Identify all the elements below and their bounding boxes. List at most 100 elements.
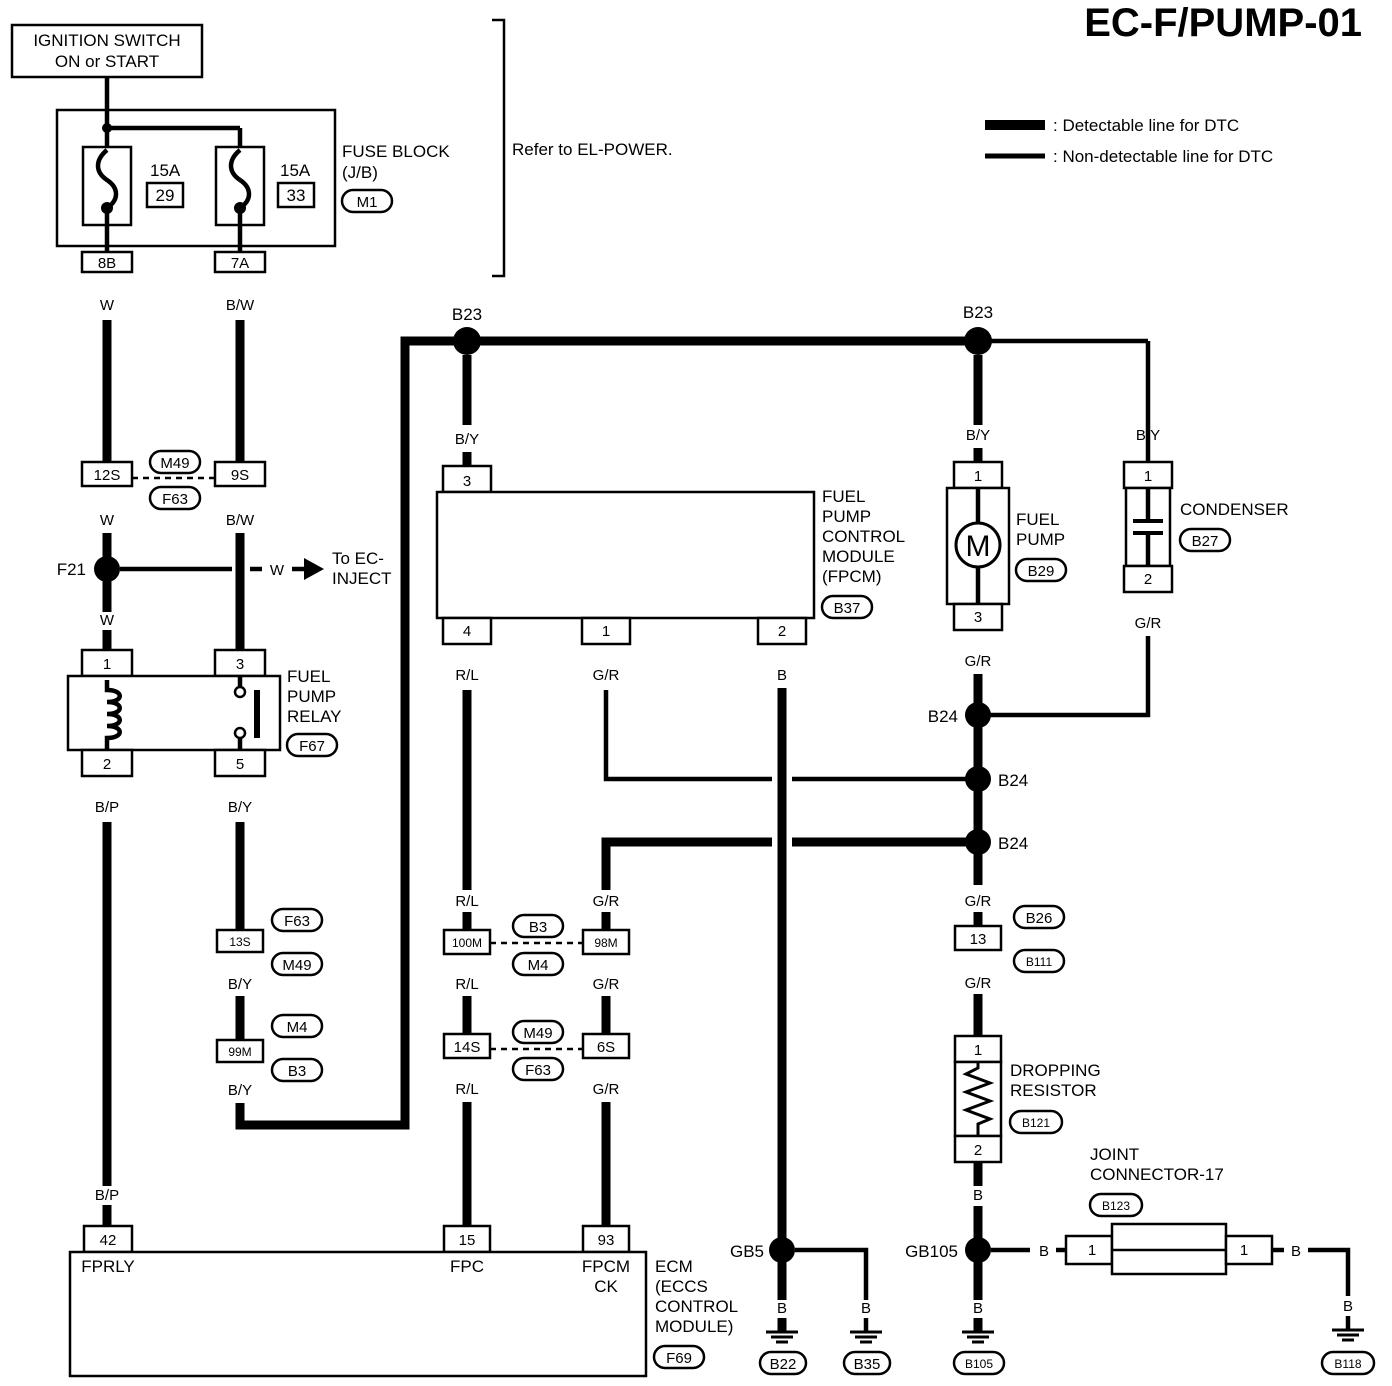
- connector-98m: 98M: [594, 936, 617, 950]
- connector-b26: B26: [1026, 910, 1053, 927]
- ignition-switch: IGNITION SWITCH ON or START: [10, 23, 204, 79]
- ecm-label-4: MODULE): [655, 1317, 733, 1336]
- wire-gr-98m-top: G/R: [593, 893, 620, 910]
- connector-6s: 6S: [597, 1039, 615, 1056]
- resistor-label-2: RESISTOR: [1010, 1081, 1097, 1100]
- ecm-label-3: CONTROL: [655, 1297, 738, 1316]
- connector-9s: 9S: [231, 467, 249, 484]
- wire-gr-13-bottom: G/R: [965, 975, 992, 992]
- fuel-pump-relay: 1 3 2 5 FUEL PUMP RELAY F67: [66, 648, 342, 778]
- connector-m49-top: M49: [160, 455, 189, 472]
- condenser-terminal-2: 2: [1144, 571, 1152, 588]
- pump-terminal-3: 3: [974, 609, 982, 626]
- wire-b-joint-right: B: [1291, 1243, 1301, 1260]
- connector-m49-13s: M49: [282, 957, 311, 974]
- ecm-label-2: (ECCS: [655, 1277, 708, 1296]
- junction-f21: [94, 556, 120, 582]
- relay-output-wires: B/P B/Y 13S F63 M49 B/Y 99M M4 B3 B/Y B/…: [95, 336, 454, 1226]
- label-gb105: GB105: [905, 1242, 958, 1261]
- fuse-block: 15A 29 15A 33 FUSE BLOCK (J/B) M1 8B 7A …: [55, 18, 673, 278]
- ignition-label-1: IGNITION SWITCH: [33, 31, 180, 50]
- wire-by-fpcm: B/Y: [455, 431, 479, 448]
- wire-by-relay: B/Y: [228, 799, 252, 816]
- connector-m49-14s: M49: [523, 1025, 552, 1042]
- relay-terminal-5: 5: [236, 756, 244, 773]
- condenser-label: CONDENSER: [1180, 500, 1289, 519]
- ground-b35: B B35: [842, 1300, 892, 1376]
- fuse-block-connector: M1: [357, 194, 378, 211]
- connector-12s: 12S: [94, 467, 121, 484]
- ignition-label-2: ON or START: [55, 52, 159, 71]
- junction-gb105: [965, 1237, 991, 1263]
- ecm-signal-wires: R/L G/R 100M 98M B3 M4 R/L G/R 14S 6S M4…: [442, 690, 631, 1226]
- fuse-block-label: FUSE BLOCK: [342, 142, 450, 161]
- ground-b105-label: B105: [965, 1357, 993, 1371]
- legend-non-detectable: : Non-detectable line for DTC: [1053, 147, 1273, 166]
- ecm: 42 15 93 FPRLY FPC FPCM CK ECM (ECCS CON…: [68, 1224, 738, 1378]
- wire-b-b118: B: [1343, 1298, 1353, 1315]
- relay-label-2: PUMP: [287, 687, 336, 706]
- wire-b-b22: B: [777, 1300, 787, 1317]
- relay-terminal-1: 1: [103, 656, 111, 673]
- connector-100m: 100M: [452, 936, 482, 950]
- ground-b118-label: B118: [1334, 1357, 1361, 1371]
- junction-b23-right: [964, 327, 992, 355]
- b23-bus: B23 B23 B/Y B/Y B/Y: [452, 303, 1160, 466]
- resistor-terminal-2: 2: [974, 1142, 982, 1159]
- fpcm-terminal-1: 1: [602, 623, 610, 640]
- relay-label-1: FUEL: [287, 667, 330, 686]
- pump-connector: B29: [1028, 563, 1055, 580]
- connector-b3-100m: B3: [529, 919, 547, 936]
- connector-99m: 99M: [228, 1045, 251, 1059]
- wire-gr-98m-bottom: G/R: [593, 976, 620, 993]
- fpcm-label-4: MODULE: [822, 547, 895, 566]
- wire-w-inject: W: [270, 562, 285, 579]
- wire-bp-bottom: B/P: [95, 1187, 119, 1204]
- terminal-7a: 7A: [231, 255, 249, 272]
- wire-b-b105: B: [973, 1300, 983, 1317]
- gr-trunk: B24 B24 B24 G/R 13 B26 B111 G/R: [601, 674, 1066, 1036]
- connector-m4-99m: M4: [287, 1019, 308, 1036]
- connector-b3-99m: B3: [288, 1063, 306, 1080]
- terminal-8b: 8B: [98, 255, 116, 272]
- junction-b24-1: [965, 702, 991, 728]
- fuel-pump: 1 M 3 FUEL PUMP B29 G/R: [945, 460, 1068, 670]
- ground-b118: B B118: [1320, 1298, 1376, 1376]
- wire-by-bottom: B/Y: [228, 1082, 252, 1099]
- fpcm-terminal-2: 2: [778, 623, 786, 640]
- ecm-terminal-42: 42: [100, 1232, 117, 1249]
- label-gb5: GB5: [730, 1242, 764, 1261]
- connector-13s: 13S: [229, 935, 250, 949]
- fuse-29-amp: 15A: [150, 161, 181, 180]
- label-b23-right: B23: [963, 303, 993, 322]
- wire-b-resistor: B: [973, 1187, 983, 1204]
- fpcm-label-5: (FPCM): [822, 567, 881, 586]
- relay-label-3: RELAY: [287, 707, 342, 726]
- resistor-label-1: DROPPING: [1010, 1061, 1101, 1080]
- ground-b105: B B105: [952, 1300, 1006, 1376]
- wire-by-condenser: B/Y: [1136, 427, 1160, 444]
- wire-w-relay: W: [100, 612, 115, 629]
- connector-f63-14s: F63: [525, 1062, 551, 1079]
- to-ec-1: To EC-: [332, 549, 384, 568]
- fpcm-ground-wire: GB5: [730, 688, 869, 1300]
- arrow-to-inject: [304, 558, 324, 580]
- joint-terminal-right: 1: [1240, 1242, 1248, 1259]
- fpcm-label-2: PUMP: [822, 507, 871, 526]
- pump-motor-symbol: M: [966, 530, 991, 563]
- connector-f63-top: F63: [162, 491, 188, 508]
- connector-m4-100m: M4: [528, 957, 549, 974]
- connector-b111: B111: [1026, 955, 1053, 969]
- wire-gr-fpcm: G/R: [593, 667, 620, 684]
- label-b24-2: B24: [998, 771, 1028, 790]
- condenser: 1 2 CONDENSER B27 G/R: [990, 460, 1289, 718]
- diagram-title: EC-F/PUMP-01: [1084, 1, 1362, 45]
- wire-b-fpcm: B: [777, 667, 787, 684]
- joint-terminal-left: 1: [1088, 1242, 1096, 1259]
- pump-terminal-1: 1: [974, 468, 982, 485]
- fpcm-terminal-4: 4: [463, 623, 471, 640]
- wire-gr-pump: G/R: [965, 653, 992, 670]
- fuse-33-amp: 15A: [280, 161, 311, 180]
- to-ec-2: INJECT: [332, 569, 392, 588]
